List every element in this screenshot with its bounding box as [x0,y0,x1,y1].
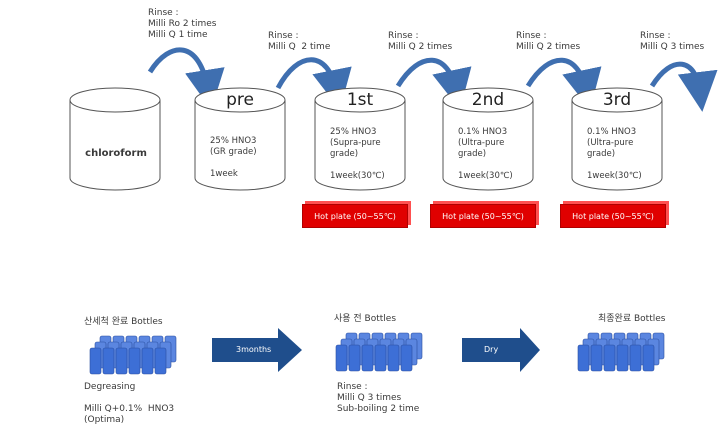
bottle [361,344,374,372]
container-body-2nd: 0.1% HNO3 (Ultra-pure grade) 1week(30℃) [458,127,513,181]
cylinder-3rd [571,87,663,191]
rinse-arrow-2 [275,57,352,110]
hot-plate-1: Hot plate (50~55℃) [302,204,408,228]
bottle [616,344,629,372]
hot-plate-2: Hot plate (50~55℃) [430,204,536,228]
bottle [629,344,642,372]
container-title-3rd: 3rd [602,90,632,110]
bottle-label-1: 산세척 완료 Bottles [84,317,163,327]
bottle [128,347,141,375]
rinse-label-1: Rinse : Milli Ro 2 times Milli Q 1 time [148,8,217,40]
rinse-arrow-4 [525,57,602,110]
rinse-arrow-1 [147,47,225,110]
bottle [590,344,603,372]
cylinder-2nd [442,87,534,191]
bottle [154,347,167,375]
bottle [577,344,590,372]
bottle [387,344,400,372]
chloroform-label: chloroform [85,148,147,159]
hot-plate-3: Hot plate (50~55℃) [560,204,666,228]
bottle [642,344,655,372]
container-body-1st: 25% HNO3 (Supra-pure grade) 1week(30℃) [330,127,385,181]
block-arrow-3months [212,328,302,372]
rinse-label-2: Rinse : Milli Q 2 time [268,31,331,52]
bottle [335,344,348,372]
container-title-1st: 1st [346,90,374,110]
container-body-3rd: 0.1% HNO3 (Ultra-pure grade) 1week(30℃) [587,127,642,181]
cylinder-1st [314,87,406,191]
bottle [603,344,616,372]
rinse-label-4: Rinse : Milli Q 2 times [516,31,581,52]
bottle-group-1 [89,335,177,375]
container-title-pre: pre [226,90,254,110]
rinse-arrow-3 [395,57,472,110]
bottle-note-2: Rinse : Milli Q 3 times Sub-boiling 2 ti… [337,382,420,414]
bottle-label-2: 사용 전 Bottles [334,314,397,324]
bottle [115,347,128,375]
bottle [374,344,387,372]
bottle-group-3 [577,332,665,372]
rinse-label-3: Rinse : Milli Q 2 times [388,31,453,52]
container-title-2nd: 2nd [471,90,505,110]
rinse-arrow-5 [649,61,718,112]
cylinder-pre [194,87,286,191]
block-arrow-dry [462,328,540,372]
bottle-label-3: 최종완료 Bottles [598,314,666,324]
bottle [400,344,413,372]
bottle-note-1: Degreasing Milli Q+0.1% HNO3 (Optima) [84,382,175,425]
arrow-label-dry: Dry [484,345,499,354]
cylinder-chloroform [69,87,161,191]
bottle-group-2 [335,332,423,372]
container-body-pre: 25% HNO3 (GR grade) 1week [210,136,257,179]
bottle [348,344,361,372]
bottle [102,347,115,375]
bottle [141,347,154,375]
rinse-label-5: Rinse : Milli Q 3 times [640,31,705,52]
bottle [89,347,102,375]
arrow-label-3months: 3months [236,345,272,354]
